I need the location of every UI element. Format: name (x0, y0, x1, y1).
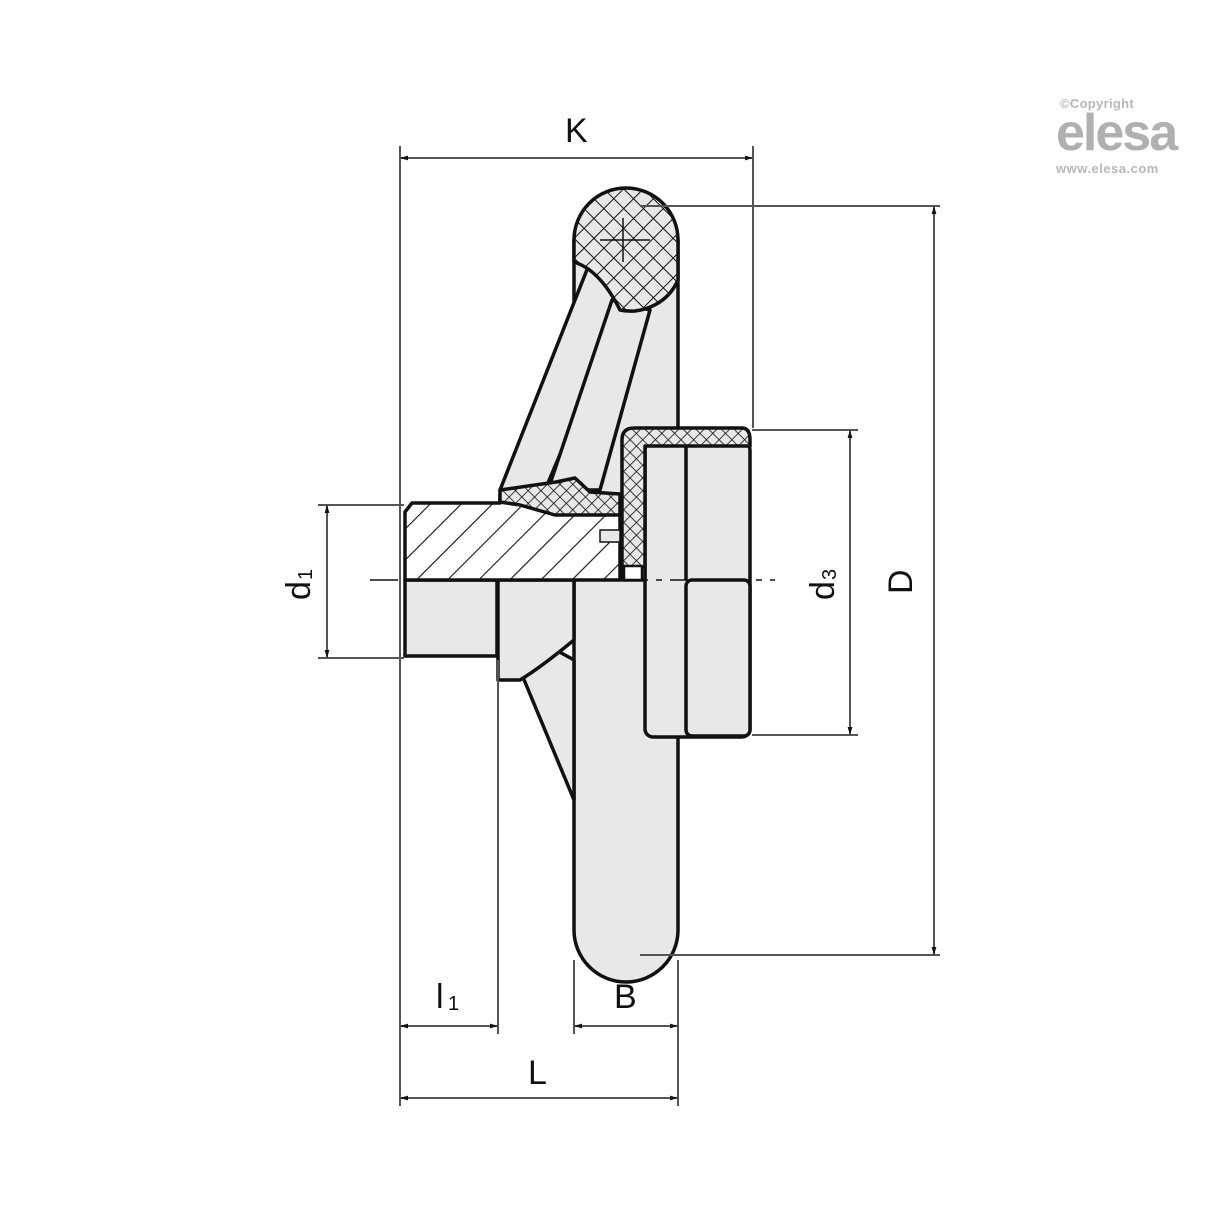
svg-text:d: d (804, 581, 842, 600)
label-K: K (565, 112, 588, 150)
elesa-watermark: ©Copyright elesa www.elesa.com (1056, 96, 1206, 176)
copyright-text: ©Copyright (1060, 96, 1134, 111)
svg-text:1: 1 (448, 993, 459, 1015)
brand-logo: elesa (1056, 104, 1178, 162)
grip-section (572, 186, 680, 313)
website-url: www.elesa.com (1056, 161, 1159, 176)
label-B: B (614, 978, 637, 1016)
pin (599, 529, 621, 543)
svg-text:3: 3 (819, 569, 841, 580)
label-D: D (882, 569, 920, 594)
svg-text:D: D (882, 569, 920, 594)
svg-text:d: d (280, 581, 318, 600)
centerlines (370, 218, 775, 581)
dimension-labels: K B L l 1 D d 3 d 1 (280, 112, 920, 1092)
hub-boss (496, 578, 576, 682)
label-L: L (528, 1054, 547, 1092)
part-outline (403, 186, 752, 984)
svg-text:1: 1 (295, 569, 317, 580)
label-d1: d 1 (280, 569, 318, 600)
label-l1: l 1 (436, 978, 459, 1016)
label-d3: d 3 (804, 569, 842, 600)
svg-text:l: l (436, 978, 444, 1016)
dimension-lines (318, 146, 940, 1106)
hub-cap-lower (684, 578, 752, 738)
hub-insert (498, 476, 622, 517)
hub-lower (403, 578, 499, 658)
